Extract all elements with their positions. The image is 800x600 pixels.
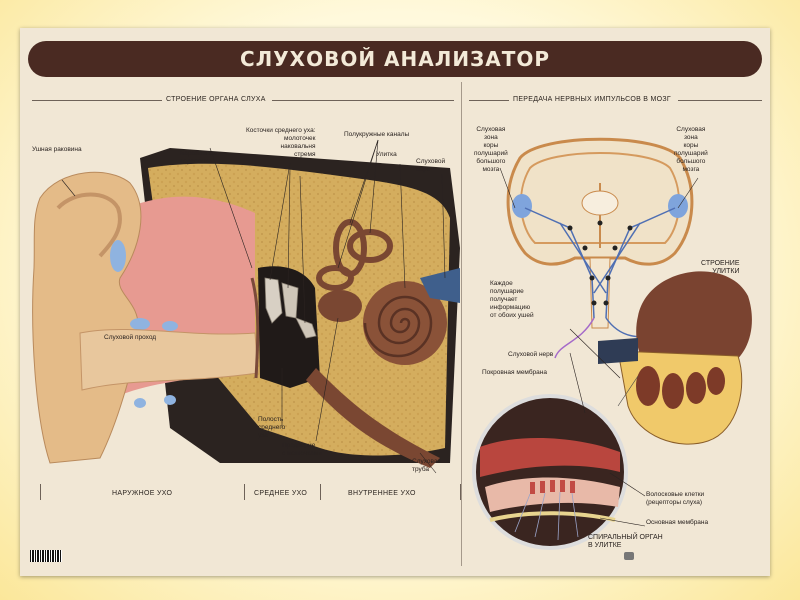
- right-section-heading: ПЕРЕДАЧА НЕРВНЫХ ИМПУЛЬСОВ В МОЗГ: [513, 96, 672, 103]
- leader-cochlea: [617, 375, 639, 407]
- label-eardrum: Барабанная перепонка: [180, 150, 217, 165]
- cochlea-top: [636, 271, 752, 376]
- part-inner-ear: ВНУТРЕННЕЕ УХО: [348, 490, 416, 497]
- cochlear-nerve-stump: [598, 338, 638, 364]
- ear-canal: [79, 329, 259, 391]
- cochlea-cross-section: [598, 271, 752, 445]
- leader-lines: [61, 139, 446, 474]
- part-tick-4: [460, 484, 461, 500]
- cochlea: [363, 281, 447, 365]
- label-ossicles: Косточки среднего уха: молоточек наковал…: [246, 127, 316, 158]
- title-bar: СЛУХОВОЙ АНАЛИЗАТОР: [28, 41, 762, 77]
- cochlea-spiral: [363, 295, 433, 358]
- stapes: [295, 317, 317, 339]
- organ-of-corti: [485, 477, 620, 512]
- section-divider: [461, 82, 462, 566]
- part-tick-1: [40, 484, 41, 500]
- heading-rule-left: [32, 100, 162, 101]
- publisher-logo: [624, 552, 634, 560]
- label-semicircular-canals: Полукружные каналы: [344, 131, 410, 138]
- cartilage-3: [162, 321, 178, 331]
- magnifier-circle: [472, 394, 628, 550]
- label-ear-canal: Слуховой проход: [104, 334, 157, 341]
- heading-rule-right: [272, 100, 454, 101]
- part-middle-ear: СРЕДНЕЕ УХО: [254, 490, 308, 497]
- hair-cells: [530, 480, 575, 494]
- left-section-heading: СТРОЕНИЕ ОРГАНА СЛУХА: [166, 96, 266, 103]
- part-tick-3: [320, 484, 321, 500]
- label-auditory-zone-right: Слуховая зона коры полушарий большого мо…: [674, 126, 708, 173]
- label-spiral-organ: СПИРАЛЬНЫЙ ОРГАН В УЛИТКЕ: [588, 534, 663, 549]
- nerve-fibers: [514, 491, 579, 541]
- auricle: [32, 171, 142, 464]
- cartilage-2: [130, 318, 150, 330]
- barcode: [30, 550, 62, 562]
- poster: СЛУХОВОЙ АНАЛИЗАТОР СТРОЕНИЕ ОРГАНА СЛУХ…: [20, 28, 770, 576]
- label-auditory-zone-left: Слуховая зона коры полушарий большого мо…: [474, 126, 508, 173]
- synapse-dots: [567, 220, 633, 306]
- cochlea-chambers: [636, 366, 725, 409]
- label-vestibule: Предверие с мешочками: [282, 442, 322, 457]
- cartilage-1: [110, 240, 126, 272]
- basilar-membrane: [489, 511, 616, 522]
- vestibule: [318, 290, 362, 322]
- label-each-hemisphere: Каждое полушарие получает информацию от …: [490, 280, 534, 319]
- nerve-pathways: [524, 207, 676, 319]
- malleus: [264, 277, 283, 324]
- helix-fold: [56, 192, 122, 258]
- brain-pathway-illustration: [506, 137, 694, 359]
- thalamus: [581, 190, 619, 216]
- label-cochlea-structure: СТРОЕНИЕ УЛИТКИ: [701, 260, 740, 275]
- part-outer-ear: НАРУЖНОЕ УХО: [112, 490, 173, 497]
- label-eustachian-tube: Слуховая труба: [412, 458, 442, 473]
- label-middle-ear-cavity: Полость среднего уха: [258, 416, 286, 439]
- label-auricle: Ушная раковина: [32, 146, 82, 153]
- semicircular-canal-3: [316, 265, 354, 291]
- eustachian-tube: [306, 368, 440, 468]
- nerve-left-ear: [554, 317, 595, 359]
- label-tectorial-membrane: Покровная мембрана: [482, 369, 547, 376]
- heading-rule-right-2: [678, 100, 762, 101]
- part-tick-2: [244, 484, 245, 500]
- cartilage-4: [134, 398, 146, 408]
- page-title: СЛУХОВОЙ АНАЛИЗАТОР: [239, 47, 551, 71]
- heading-rule-left-2: [469, 100, 509, 101]
- auditory-zone-left: [512, 194, 532, 218]
- label-hair-cells: Волосковые клетки (рецепторы слуха): [646, 491, 705, 506]
- label-auditory-nerve: Слуховой нерв: [416, 158, 446, 173]
- ear-anatomy-illustration: [32, 139, 460, 474]
- spiral-organ-magnified: [472, 394, 628, 550]
- label-basilar-membrane: Основная мембрана: [646, 519, 709, 526]
- label-auditory-nerve-right: Слуховой нерв: [508, 351, 554, 358]
- eardrum: [250, 277, 260, 379]
- label-cochlea: Улитка: [376, 151, 397, 158]
- auditory-nerve: [420, 268, 460, 303]
- tectorial-membrane: [480, 437, 620, 477]
- cartilage-5: [164, 395, 176, 405]
- right-leader-lines: [499, 167, 699, 527]
